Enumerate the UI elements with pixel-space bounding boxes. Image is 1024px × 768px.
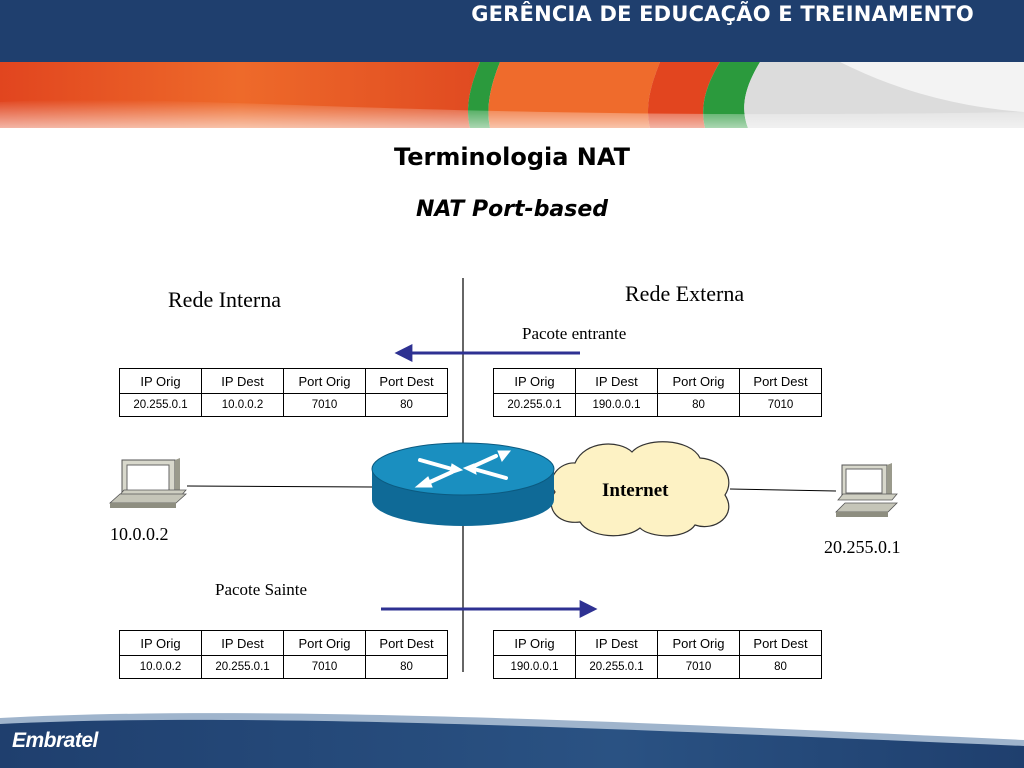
table-row: 190.0.0.1 20.255.0.1 7010 80 bbox=[493, 655, 822, 679]
slide-subtitle: NAT Port-based bbox=[415, 197, 609, 222]
outgoing-internal-packet-table: IP Orig IP Dest Port Orig Port Dest 10.0… bbox=[119, 630, 448, 679]
header-title: GERÊNCIA DE EDUCAÇÃO E TREINAMENTO bbox=[471, 2, 974, 26]
table-cell: 20.255.0.1 bbox=[119, 393, 202, 417]
table-cell: 7010 bbox=[283, 655, 366, 679]
table-cell: 10.0.0.2 bbox=[201, 393, 284, 417]
internet-cloud bbox=[550, 441, 730, 537]
table-cell: 20.255.0.1 bbox=[493, 393, 576, 417]
table-cell: 7010 bbox=[657, 655, 740, 679]
internet-label: Internet bbox=[602, 480, 669, 501]
footer-wave bbox=[0, 713, 1024, 768]
column-header: IP Dest bbox=[201, 368, 284, 394]
slide-title: Terminologia NAT bbox=[394, 143, 630, 171]
column-header: Port Orig bbox=[657, 368, 740, 394]
column-header: IP Dest bbox=[201, 630, 284, 656]
table-cell: 190.0.0.1 bbox=[493, 655, 576, 679]
link-cloud-host bbox=[729, 488, 837, 492]
computer-icon-internal bbox=[108, 458, 188, 508]
table-row: 10.0.0.2 20.255.0.1 7010 80 bbox=[119, 655, 448, 679]
outgoing-packet-label: Pacote Sainte bbox=[215, 580, 308, 599]
column-header: Port Dest bbox=[739, 368, 822, 394]
column-header: Port Dest bbox=[739, 630, 822, 656]
outgoing-external-packet-table: IP Orig IP Dest Port Orig Port Dest 190.… bbox=[493, 630, 822, 679]
column-header: IP Orig bbox=[119, 368, 202, 394]
computer-icon-external bbox=[835, 463, 898, 517]
table-cell: 80 bbox=[739, 655, 822, 679]
column-header: Port Orig bbox=[283, 630, 366, 656]
table-cell: 80 bbox=[365, 393, 448, 417]
link-host-router bbox=[186, 485, 373, 488]
column-header: IP Orig bbox=[119, 630, 202, 656]
incoming-external-packet-table: IP Orig IP Dest Port Orig Port Dest 20.2… bbox=[493, 368, 822, 417]
header-bar: GERÊNCIA DE EDUCAÇÃO E TREINAMENTO bbox=[0, 0, 1024, 62]
table-row: 20.255.0.1 10.0.0.2 7010 80 bbox=[119, 393, 448, 417]
internal-network-label: Rede Interna bbox=[168, 287, 281, 312]
table-row: 20.255.0.1 190.0.0.1 80 7010 bbox=[493, 393, 822, 417]
table-cell: 7010 bbox=[283, 393, 366, 417]
column-header: Port Dest bbox=[365, 630, 448, 656]
table-cell: 80 bbox=[657, 393, 740, 417]
decorative-banner bbox=[0, 62, 1024, 128]
external-host-ip: 20.255.0.1 bbox=[824, 537, 901, 557]
incoming-packet-label: Pacote entrante bbox=[522, 324, 627, 343]
column-header: Port Dest bbox=[365, 368, 448, 394]
table-cell: 7010 bbox=[739, 393, 822, 417]
internal-host-ip: 10.0.0.2 bbox=[110, 524, 169, 544]
column-header: IP Dest bbox=[575, 630, 658, 656]
column-header: IP Orig bbox=[493, 368, 576, 394]
nat-diagram bbox=[108, 278, 898, 672]
table-cell: 20.255.0.1 bbox=[575, 655, 658, 679]
table-cell: 190.0.0.1 bbox=[575, 393, 658, 417]
table-cell: 20.255.0.1 bbox=[201, 655, 284, 679]
embratel-logo: Embratel bbox=[12, 729, 98, 752]
column-header: IP Dest bbox=[575, 368, 658, 394]
incoming-internal-packet-table: IP Orig IP Dest Port Orig Port Dest 20.2… bbox=[119, 368, 448, 417]
router-icon bbox=[371, 442, 555, 526]
external-network-label: Rede Externa bbox=[625, 281, 745, 306]
table-cell: 10.0.0.2 bbox=[119, 655, 202, 679]
column-header: Port Orig bbox=[657, 630, 740, 656]
column-header: IP Orig bbox=[493, 630, 576, 656]
table-cell: 80 bbox=[365, 655, 448, 679]
column-header: Port Orig bbox=[283, 368, 366, 394]
